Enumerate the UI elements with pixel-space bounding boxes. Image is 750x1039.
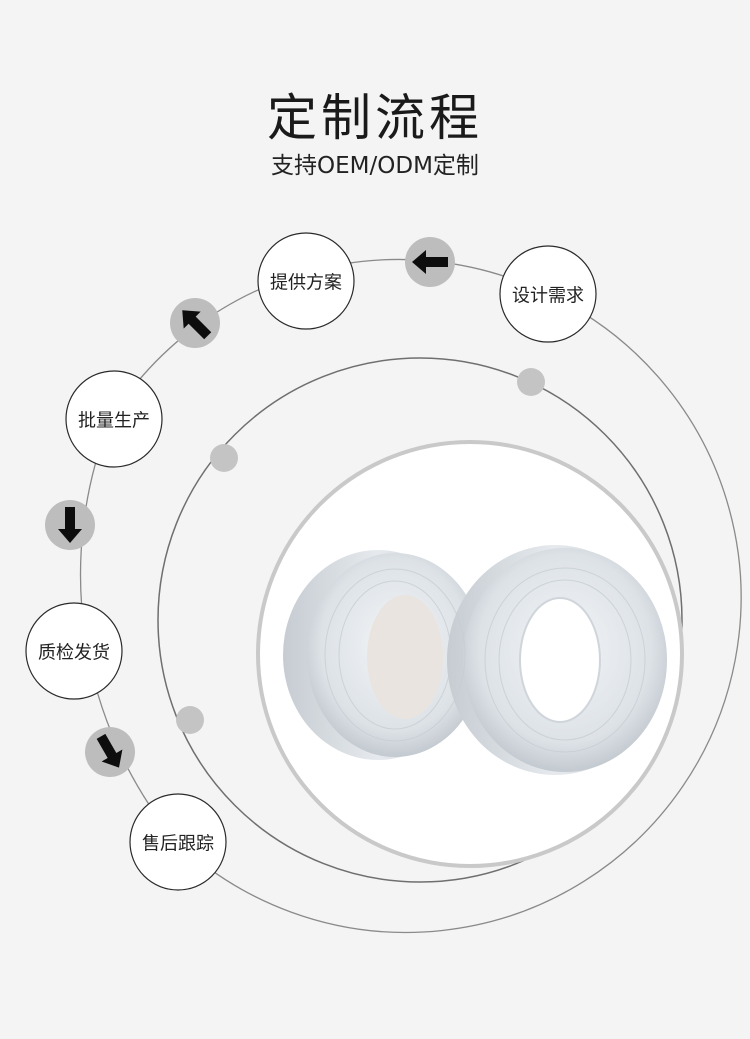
ring-dot: [210, 444, 238, 472]
ring-dot: [517, 368, 545, 396]
step-label: 批量生产: [78, 411, 150, 432]
step-label: 质检发货: [38, 643, 110, 664]
arrow-left-icon: [405, 237, 455, 287]
step-node-design-requirements: 设计需求: [499, 245, 597, 343]
step-node-inspection-shipping: 质检发货: [25, 602, 123, 700]
middle-ring: [157, 357, 683, 883]
outer-flow-arc: [174, 293, 742, 934]
step-label: 提供方案: [270, 273, 342, 294]
ring-dot: [176, 706, 204, 734]
step-label: 设计需求: [512, 286, 584, 307]
wire-coil-photo: [262, 446, 678, 862]
step-node-after-sales: 售后跟踪: [129, 793, 227, 891]
page-title: 定制流程: [267, 89, 483, 147]
arrow-down-right-icon: [85, 727, 135, 777]
page-subtitle: 支持OEM/ODM定制: [271, 153, 479, 179]
step-label: 售后跟踪: [142, 834, 214, 855]
step-node-mass-production: 批量生产: [65, 370, 163, 468]
step-node-provide-solution: 提供方案: [257, 232, 355, 330]
arrow-down-icon: [45, 500, 95, 550]
arrow-down-left-icon: [170, 298, 220, 348]
